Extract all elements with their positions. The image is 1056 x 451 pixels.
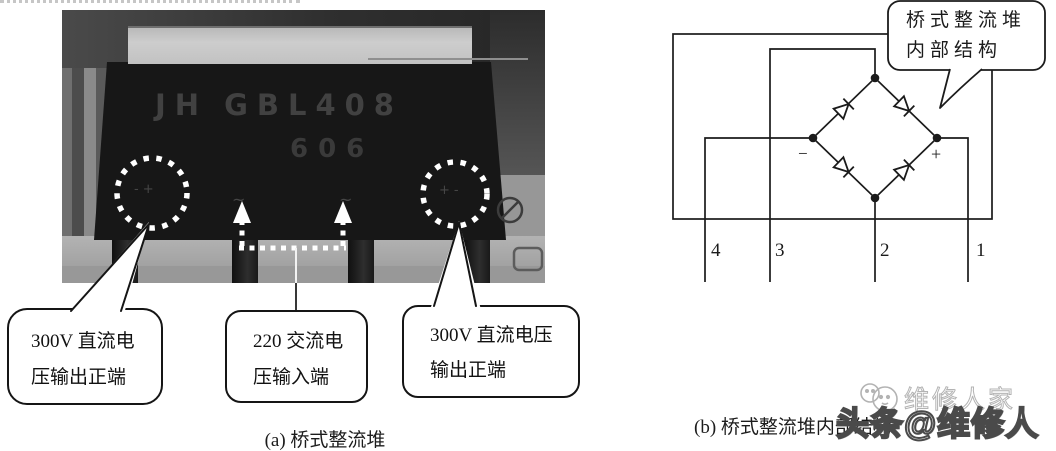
photo-annotations [114, 155, 490, 283]
junction-dots [808, 73, 942, 203]
metal-tab-slot [368, 58, 528, 60]
pcb-screw-icon [496, 196, 524, 224]
rectifier-metal-tab [128, 26, 528, 64]
callout-box-ac: 220 交流电 压输入端 [225, 310, 368, 403]
watermark-light: 维修人家 [856, 380, 1016, 416]
callout-box-dc-right: 300V 直流电压 输出正端 [402, 305, 580, 398]
dotted-ac-connector [239, 223, 346, 251]
bubble-text-line1: 桥式整流堆 [906, 9, 1026, 31]
package-outline [672, 33, 993, 220]
photo-background-right [490, 10, 545, 175]
diode-top-left [832, 97, 855, 121]
up-arrow-icon-right [334, 201, 352, 223]
schematic-callout-bubble: 桥式整流堆 内部结构 [887, 0, 1046, 109]
callout-text: 300V 直流电压 [430, 325, 553, 346]
diode-bottom-left [832, 155, 855, 179]
diode-top-right [892, 94, 916, 118]
callout-text: 压输入端 [253, 367, 330, 388]
wire-pin3 [769, 48, 876, 282]
photo-solder-band-lower [62, 266, 545, 283]
watermark-face-icon [860, 383, 898, 412]
plus-terminal-label: + [931, 144, 941, 164]
pin-label-4: 4 [711, 240, 721, 261]
bridge-diamond [811, 76, 939, 200]
pin-numbers: 4 3 2 1 [711, 240, 986, 261]
callout-box-dc-left: 300V 直流电 压输出正端 [7, 308, 163, 405]
callout-text: 220 交流电 [253, 331, 344, 352]
page-edge-remnant [0, 0, 300, 6]
dc-plus-mark-right: +- [439, 183, 463, 198]
callout-text: 300V 直流电 [31, 331, 135, 352]
pin-label-1: 1 [976, 240, 986, 261]
pin-label-3: 3 [775, 240, 785, 261]
rectifier-body-art [94, 62, 544, 272]
bubble-tail [939, 68, 983, 109]
bubble-text-line2: 内部结构 [906, 39, 1002, 61]
caption-panel-b: (b) 桥式整流堆内部结构 [694, 417, 892, 438]
watermark-dark: 头条@维修人家 [835, 404, 1040, 443]
callout-text: 输出正端 [430, 360, 507, 381]
diode-bottom-right [892, 158, 916, 182]
rectifier-body [94, 62, 506, 240]
dc-plus-mark-left: -+ [134, 182, 158, 197]
dotted-circle-right [420, 159, 490, 229]
caption-panel-a: (a) 桥式整流堆 [264, 430, 386, 451]
wire-pin1 [937, 137, 969, 282]
pin-label-2: 2 [880, 240, 890, 261]
bridge-schematic [672, 33, 993, 282]
watermark-light-text: 维修人家 [903, 386, 1017, 415]
minus-terminal-label: − [798, 144, 808, 163]
up-arrow-icon-left [233, 201, 251, 223]
callout-text: 压输出正端 [31, 367, 127, 388]
brand-logo: JH [155, 88, 209, 122]
date-code: 606 [290, 134, 375, 164]
part-marking: JH GBL408 [155, 88, 403, 122]
dotted-circle-left [114, 155, 190, 231]
part-number: GBL408 [224, 88, 403, 122]
pcb-pad-outline [512, 246, 544, 272]
wire-pin4 [704, 137, 813, 282]
